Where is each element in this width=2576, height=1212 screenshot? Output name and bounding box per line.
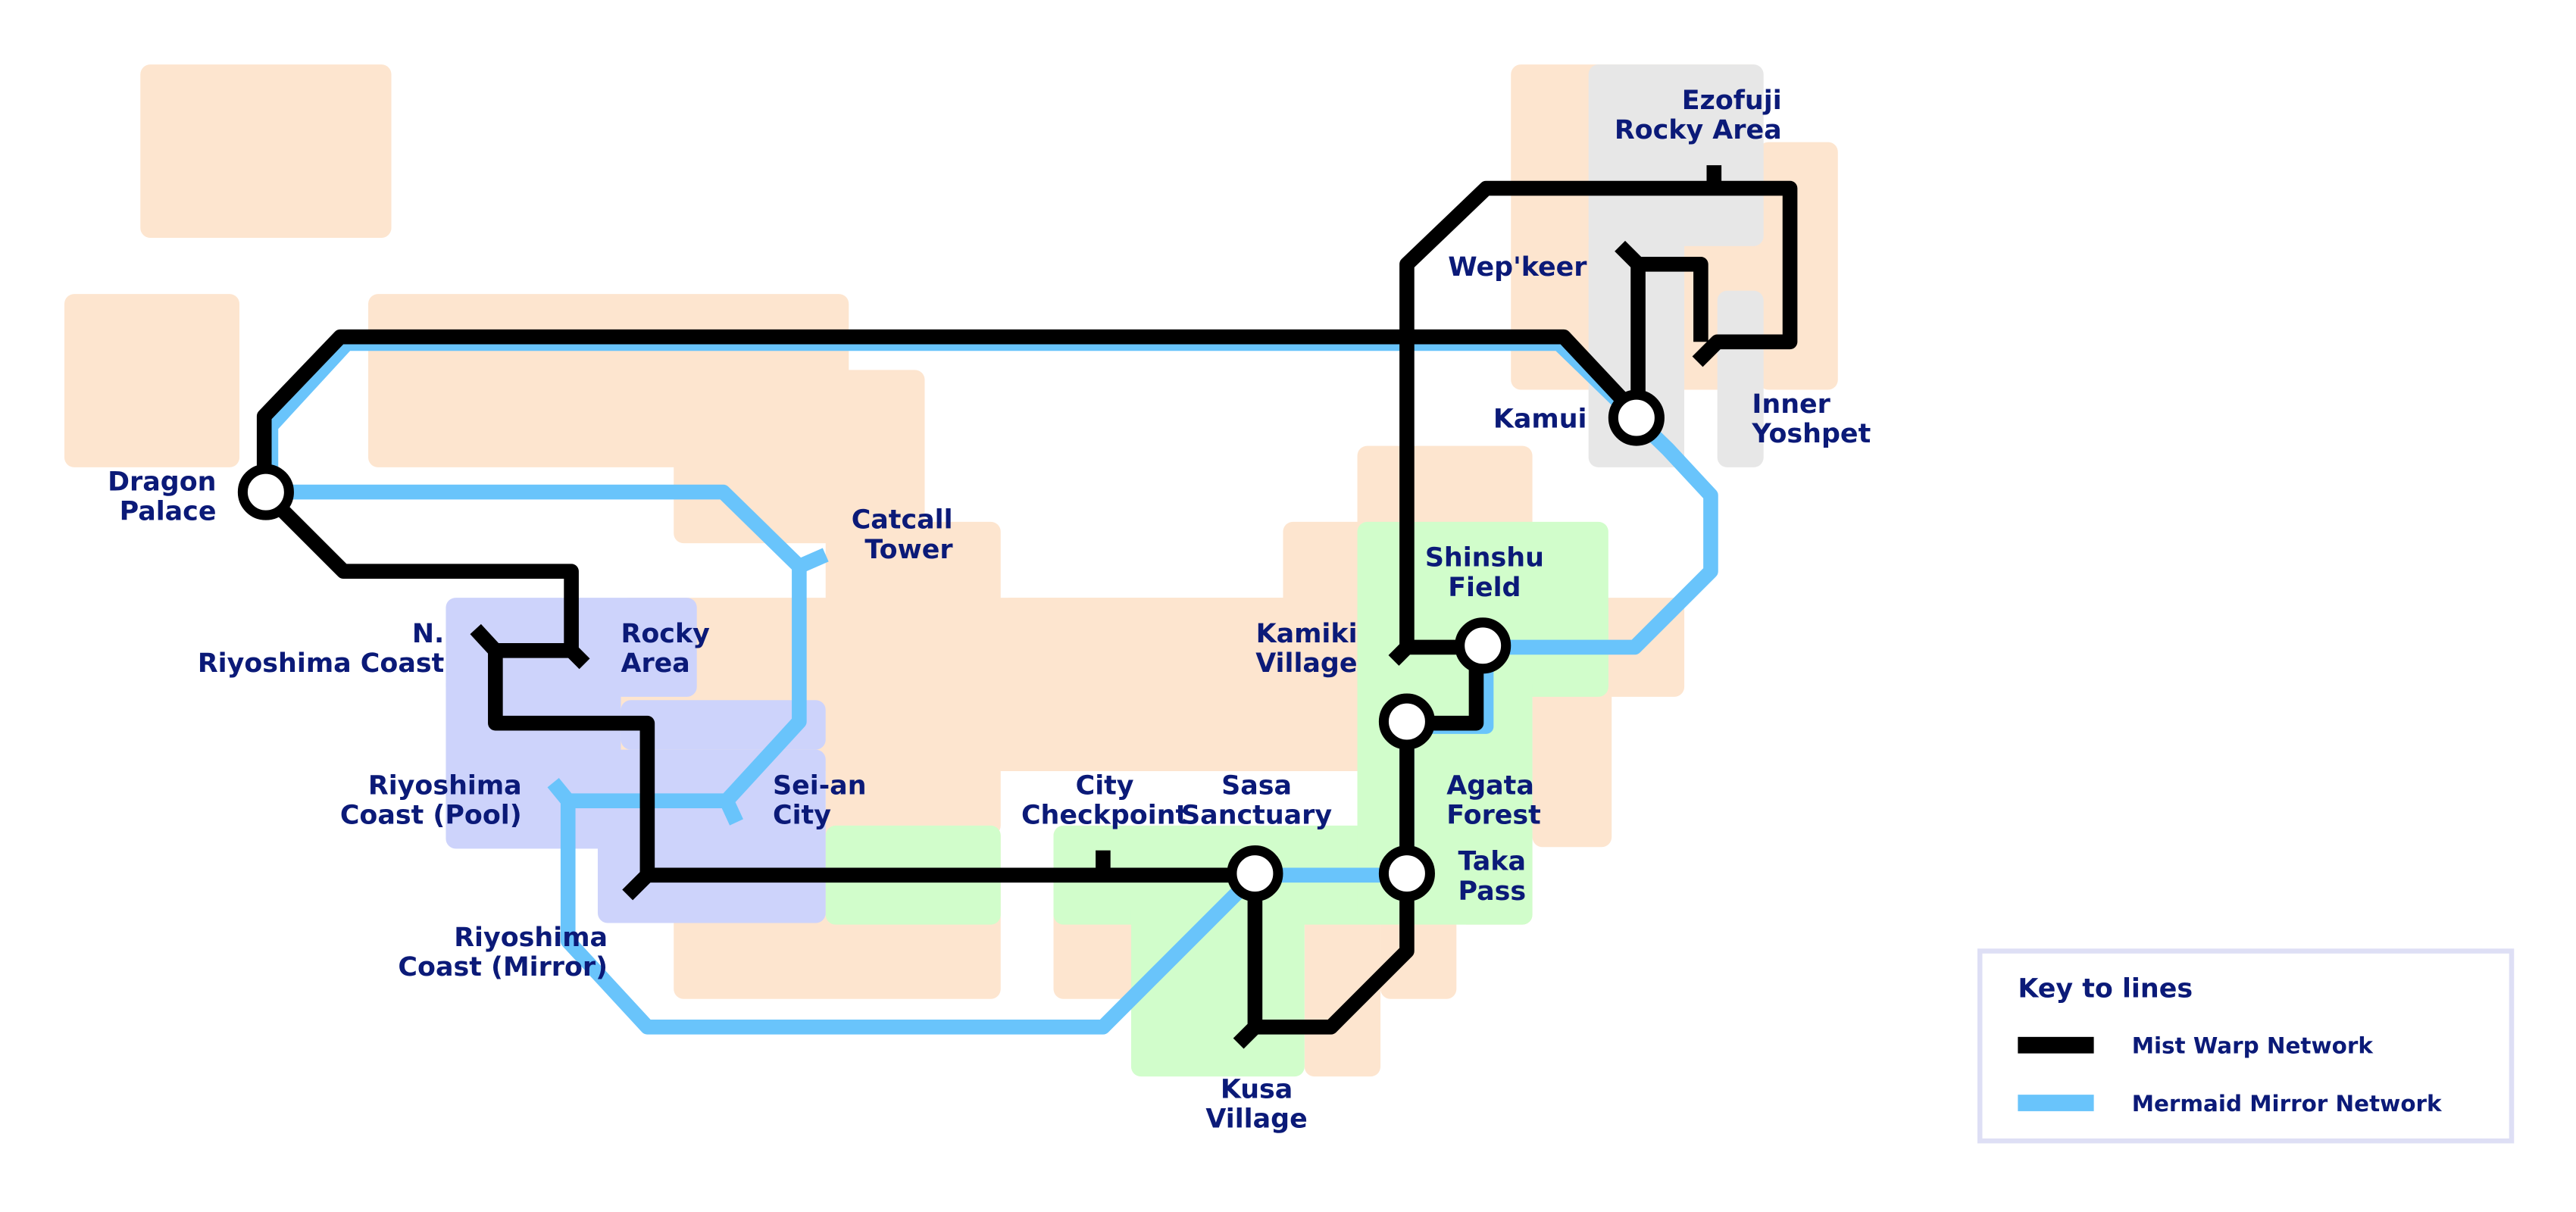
station-kamiki-village-icon[interactable] xyxy=(1378,693,1435,750)
line-mermaid-mirror-segment xyxy=(796,548,829,573)
line-mist-warp-segment xyxy=(1630,257,1708,417)
line-mist-warp-segment xyxy=(1615,240,1643,270)
station-sasa-sanctuary-icon[interactable] xyxy=(1227,845,1283,902)
line-mist-warp-segment xyxy=(1255,875,1415,1035)
map-regions xyxy=(64,64,1838,1077)
legend-label-mermaid-mirror: Mermaid Mirror Network xyxy=(2132,1091,2443,1117)
station-label-n-riyoshima[interactable]: N.Riyoshima Coast xyxy=(198,619,444,679)
line-mist-warp-segment xyxy=(488,650,655,901)
line-mist-warp-segment xyxy=(258,486,590,670)
legend-swatch-mist-warp xyxy=(2018,1036,2094,1054)
region-coast xyxy=(621,700,826,750)
legend-title: Key to lines xyxy=(2018,974,2193,1004)
region-land xyxy=(1532,673,1612,848)
legend-swatch-mermaid-mirror xyxy=(2018,1095,2094,1111)
station-label-wepkeer[interactable]: Wep'keer xyxy=(1448,252,1587,283)
line-mist-warp-segment xyxy=(256,329,1644,492)
region-rock xyxy=(1588,64,1764,246)
region-land xyxy=(1758,142,1838,390)
station-label-kamui[interactable]: Kamui xyxy=(1493,405,1587,435)
region-land xyxy=(140,64,392,238)
line-mermaid-mirror-segment xyxy=(263,336,1718,655)
region-forest xyxy=(1130,899,1305,1077)
station-taka-pass-icon[interactable] xyxy=(1378,845,1435,902)
line-mist-warp-segment xyxy=(1388,642,1412,666)
station-kamui-icon[interactable] xyxy=(1608,389,1665,446)
region-land xyxy=(64,294,240,467)
legend: Key to lines Mist Warp Network Mermaid M… xyxy=(1977,948,2515,1144)
line-mist-warp-segment xyxy=(1399,180,1798,876)
legend-label-mist-warp: Mist Warp Network xyxy=(2132,1033,2374,1059)
line-mermaid-mirror-segment xyxy=(270,484,807,808)
line-mermaid-mirror-segment xyxy=(720,798,743,826)
station-dragon-palace-icon[interactable] xyxy=(237,464,294,520)
line-mermaid-mirror-segment xyxy=(547,777,1261,1035)
station-shinshu-field-icon[interactable] xyxy=(1455,617,1512,674)
interchange-stations xyxy=(237,389,1665,902)
